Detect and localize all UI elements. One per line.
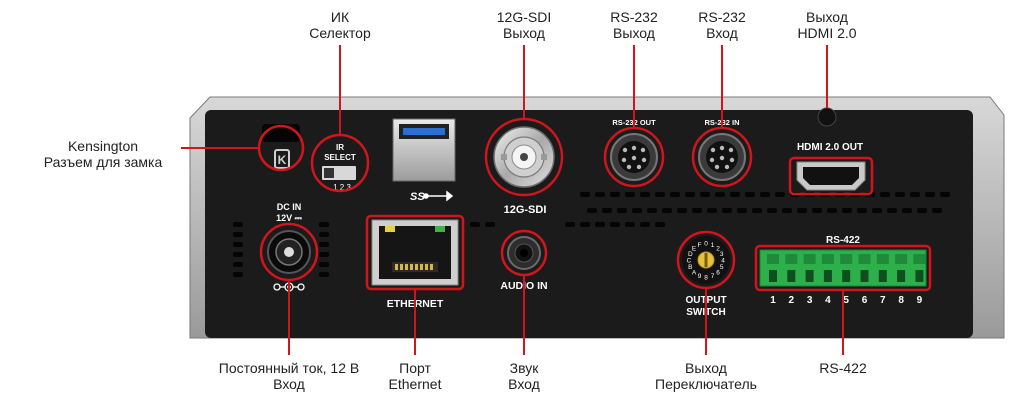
callout-dc-input: Постоянный ток, 12 В Вход xyxy=(189,360,389,392)
callout-hdmi-output-line1: Выход xyxy=(806,9,848,25)
rs422-pin-number: 2 xyxy=(789,295,795,306)
ethernet-rj45-port[interactable]: ETHERNET xyxy=(371,219,459,310)
rs422-pin-number: 3 xyxy=(807,295,813,306)
callout-ir-selector-line1: ИК xyxy=(330,9,350,25)
rotary-digit: 8 xyxy=(704,275,708,282)
rs422-pin-number: 1 xyxy=(770,295,776,306)
callout-rs232-input-line2: Вход xyxy=(706,25,738,41)
rs422-terminal[interactable] xyxy=(840,254,853,282)
callout-kensington: Kensington Разъем для замка xyxy=(28,138,178,170)
callout-rs232-output-line2: Выход xyxy=(613,25,655,41)
rotary-digit: F xyxy=(698,242,702,249)
rs422-pin-number: 4 xyxy=(825,295,831,306)
rs422-pin-number: 9 xyxy=(917,295,923,306)
svg-text:K: K xyxy=(278,153,287,167)
rotary-digit: 4 xyxy=(721,258,725,265)
rs422-terminal[interactable] xyxy=(821,254,834,282)
rs422-pin-number: 7 xyxy=(880,295,886,306)
rs422-terminal-block[interactable]: RS-422 1 2 3 4 5 6 7 8 9 xyxy=(759,235,927,306)
ir-select-switch[interactable]: IR SELECT 1 2 3 xyxy=(322,143,356,192)
rotary-digit: 9 xyxy=(698,273,702,280)
rotary-digit: E xyxy=(692,246,697,253)
rs422-pin-number: 8 xyxy=(898,295,904,306)
rotary-digit: 7 xyxy=(711,273,715,280)
callout-audio-input: Звук Вход xyxy=(474,360,574,392)
rs422-pin-numbers: 1 2 3 4 5 6 7 8 9 xyxy=(770,295,922,306)
callout-hdmi-output: Выход HDMI 2.0 xyxy=(777,9,877,41)
dc-in-connector[interactable]: DC IN 12V ⎓ xyxy=(267,202,311,292)
rs422-terminal[interactable] xyxy=(876,254,889,282)
callout-output-switch-line1: Выход xyxy=(685,360,727,376)
callout-dc-input-line1: Постоянный ток, 12 В xyxy=(218,360,360,376)
callout-ethernet-port-line2: Ethernet xyxy=(388,376,442,392)
callout-sdi-output-line2: Выход xyxy=(503,25,545,41)
rotary-digit: D xyxy=(688,251,693,258)
callout-audio-input-line1: Звук xyxy=(509,360,539,376)
callout-rs232-input: RS-232 Вход xyxy=(672,9,772,41)
usb-3-port[interactable]: SS xyxy=(392,118,456,203)
dc-volt-label: 12V ⎓ xyxy=(276,213,303,223)
callout-ir-selector-line2: Селектор xyxy=(309,25,371,41)
sdi-panel-label: 12G-SDI xyxy=(504,204,547,216)
callout-output-switch-line2: Переключатель xyxy=(655,376,757,392)
callout-dc-input-line2: Вход xyxy=(273,376,305,392)
ir-select-label: IR xyxy=(336,143,344,152)
callout-leader-lines xyxy=(181,45,844,355)
callout-rs232-input-line1: RS-232 xyxy=(698,9,746,25)
rotary-digit: 3 xyxy=(720,251,724,258)
hdmi-panel-label: HDMI 2.0 OUT xyxy=(797,142,863,153)
callout-kensington-line2: Разъем для замка xyxy=(43,154,163,170)
callout-kensington-line1: Kensington xyxy=(67,138,139,154)
rs422-terminal[interactable] xyxy=(895,254,908,282)
rotary-digit: 2 xyxy=(716,246,720,253)
callout-rs422: RS-422 xyxy=(793,360,893,376)
rotary-digit: 5 xyxy=(720,264,724,271)
ir-position-labels: 1 2 3 xyxy=(333,183,351,192)
callout-rs422-line1: RS-422 xyxy=(819,360,867,376)
rotary-digit: 0 xyxy=(704,241,708,248)
rs422-pin-number: 5 xyxy=(843,295,849,306)
rotary-digit: B xyxy=(688,264,692,271)
rs422-terminal[interactable] xyxy=(785,254,798,282)
antenna-base xyxy=(817,107,837,127)
callout-ir-selector: ИК Селектор xyxy=(290,9,390,41)
dc-in-label: DC IN xyxy=(277,202,302,212)
callout-audio-input-line2: Вход xyxy=(508,376,540,392)
callout-ethernet-port-line1: Порт xyxy=(399,360,431,376)
vent-holes xyxy=(233,192,950,277)
rs422-terminal[interactable] xyxy=(913,254,926,282)
rs422-terminal[interactable] xyxy=(767,254,779,282)
callout-rs232-output-line1: RS-232 xyxy=(610,9,658,25)
callout-sdi-output: 12G-SDI Выход xyxy=(474,9,574,41)
rs422-pin-number: 6 xyxy=(862,295,868,306)
superspeed-logo: SS xyxy=(410,191,425,203)
sdi-bnc-connector[interactable]: 12G-SDI xyxy=(493,126,555,216)
highlight-hdmi xyxy=(788,156,874,196)
ir-select-label-2: SELECT xyxy=(324,153,356,162)
rs232-out-connector[interactable]: RS-232 OUT xyxy=(610,118,658,181)
rs422-terminal[interactable] xyxy=(803,254,816,282)
callout-hdmi-output-line2: HDMI 2.0 xyxy=(797,25,857,41)
usb-icon xyxy=(423,190,454,202)
callout-rs232-output: RS-232 Выход xyxy=(584,9,684,41)
rotary-digit: C xyxy=(687,258,692,265)
hdmi-out-connector[interactable]: HDMI 2.0 OUT xyxy=(796,107,866,191)
rotary-digit: A xyxy=(692,270,697,277)
callout-ethernet-port: Порт Ethernet xyxy=(365,360,465,392)
lock-icon: K xyxy=(274,149,290,169)
rs422-panel-label: RS-422 xyxy=(826,235,860,246)
callout-sdi-output-line1: 12G-SDI xyxy=(496,9,552,25)
rs422-terminal[interactable] xyxy=(858,254,871,282)
rotary-digit: 1 xyxy=(711,242,715,249)
callout-output-switch: Выход Переключатель xyxy=(631,360,781,392)
highlight-rings xyxy=(257,117,932,292)
rotary-digit: 6 xyxy=(716,270,720,277)
